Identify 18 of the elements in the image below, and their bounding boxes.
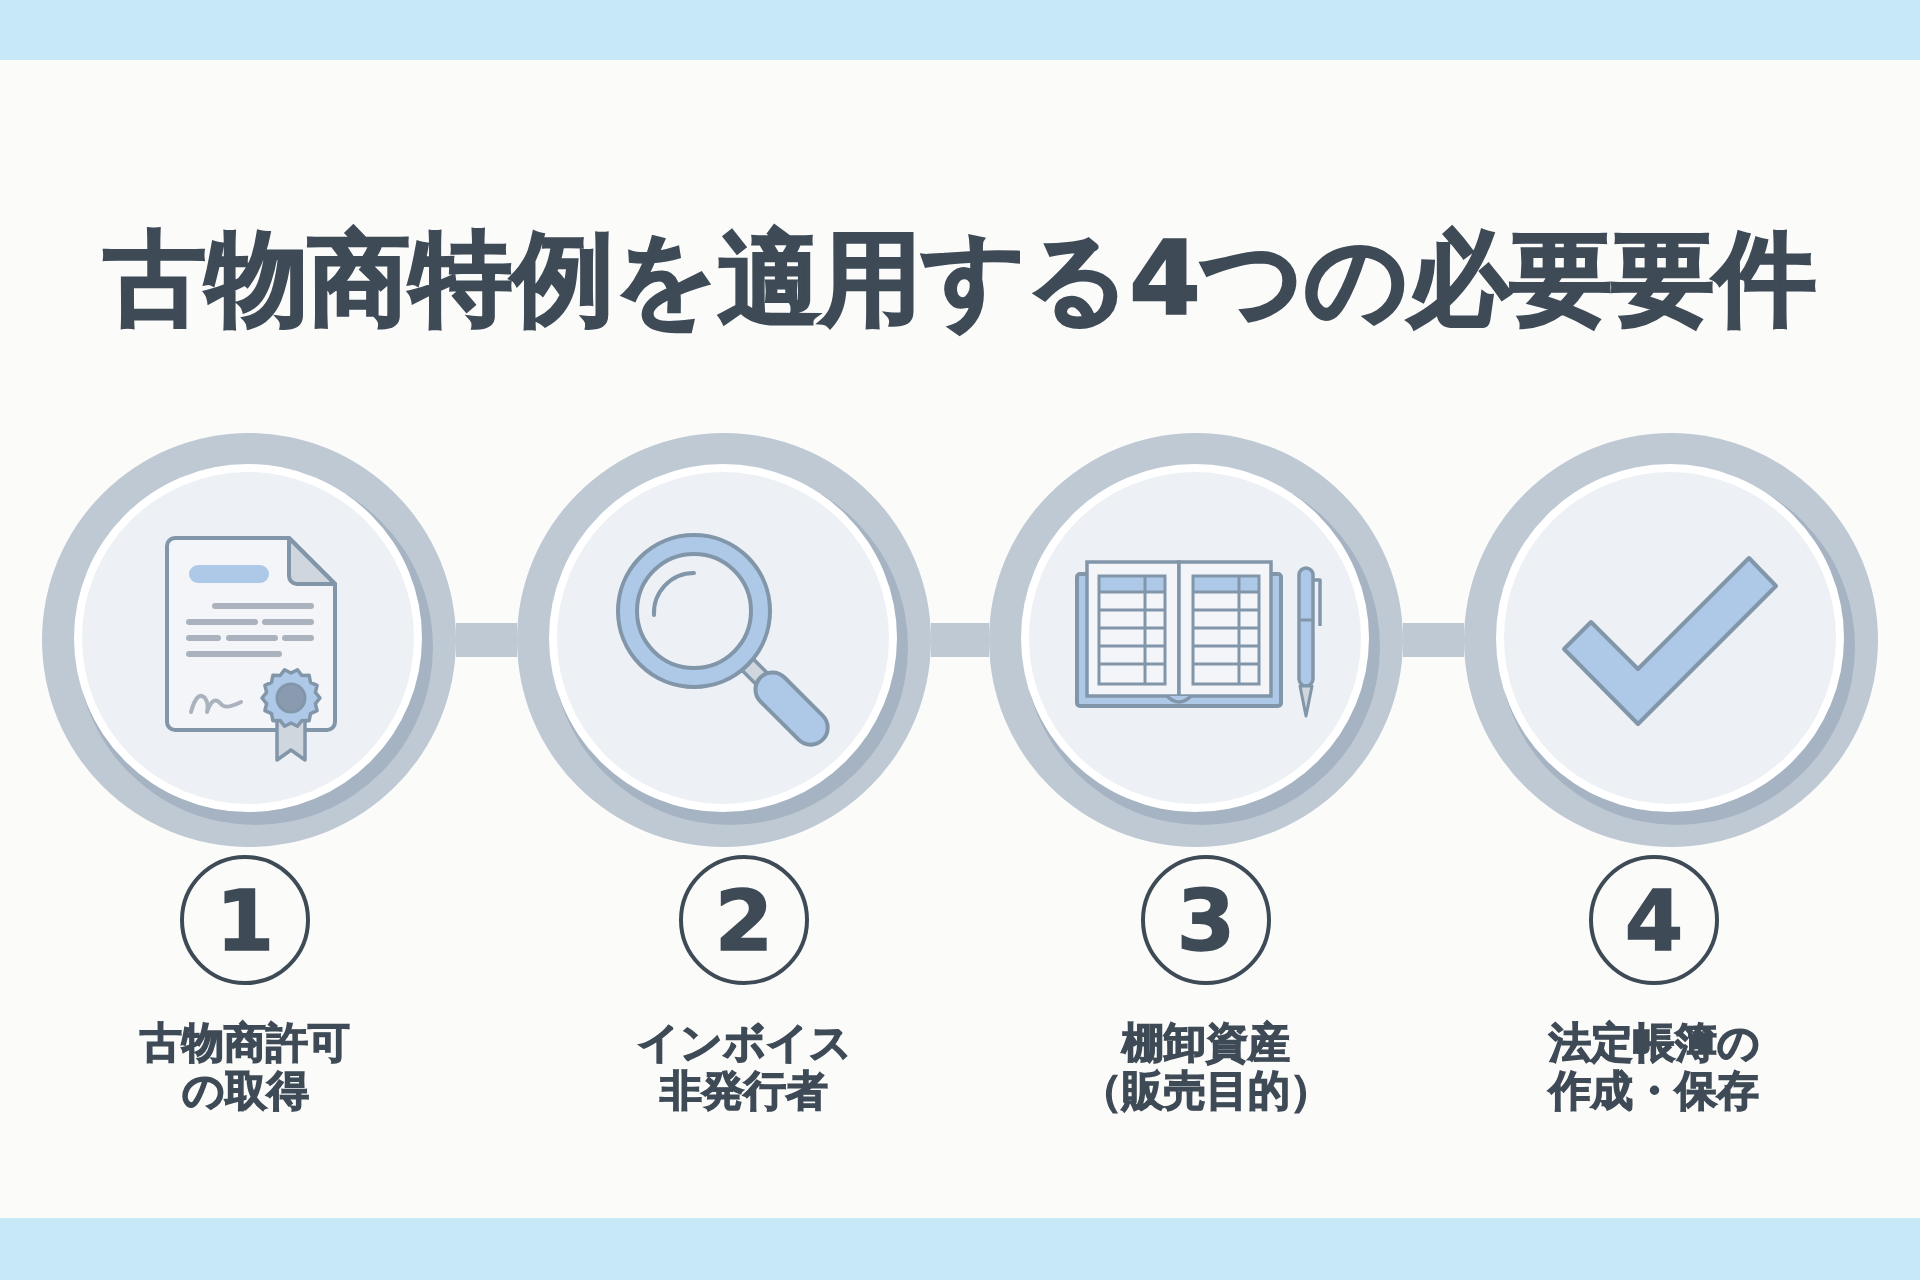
step-label: 棚卸資産（販売目的） <box>1079 1019 1333 1115</box>
step-circle <box>1463 432 1879 848</box>
band <box>0 1218 1920 1280</box>
step-circle <box>988 432 1404 848</box>
step-label: 法定帳簿の作成・保存 <box>1547 1019 1761 1115</box>
connector-bar <box>1403 623 1464 657</box>
step-number: 4 <box>1589 855 1719 985</box>
step-number: 3 <box>1141 855 1271 985</box>
connector-bar <box>456 623 517 657</box>
step-label: インボイス非発行者 <box>635 1019 853 1115</box>
step-number: 1 <box>180 855 310 985</box>
connector-bar <box>931 623 989 657</box>
step-label: 古物商許可の取得 <box>139 1019 351 1115</box>
title: 古物商特例を適用する4つの必要要件 <box>102 218 1818 340</box>
step-circle <box>41 432 457 848</box>
band <box>0 0 1920 60</box>
step-number: 2 <box>679 855 809 985</box>
step-circle <box>516 432 932 848</box>
